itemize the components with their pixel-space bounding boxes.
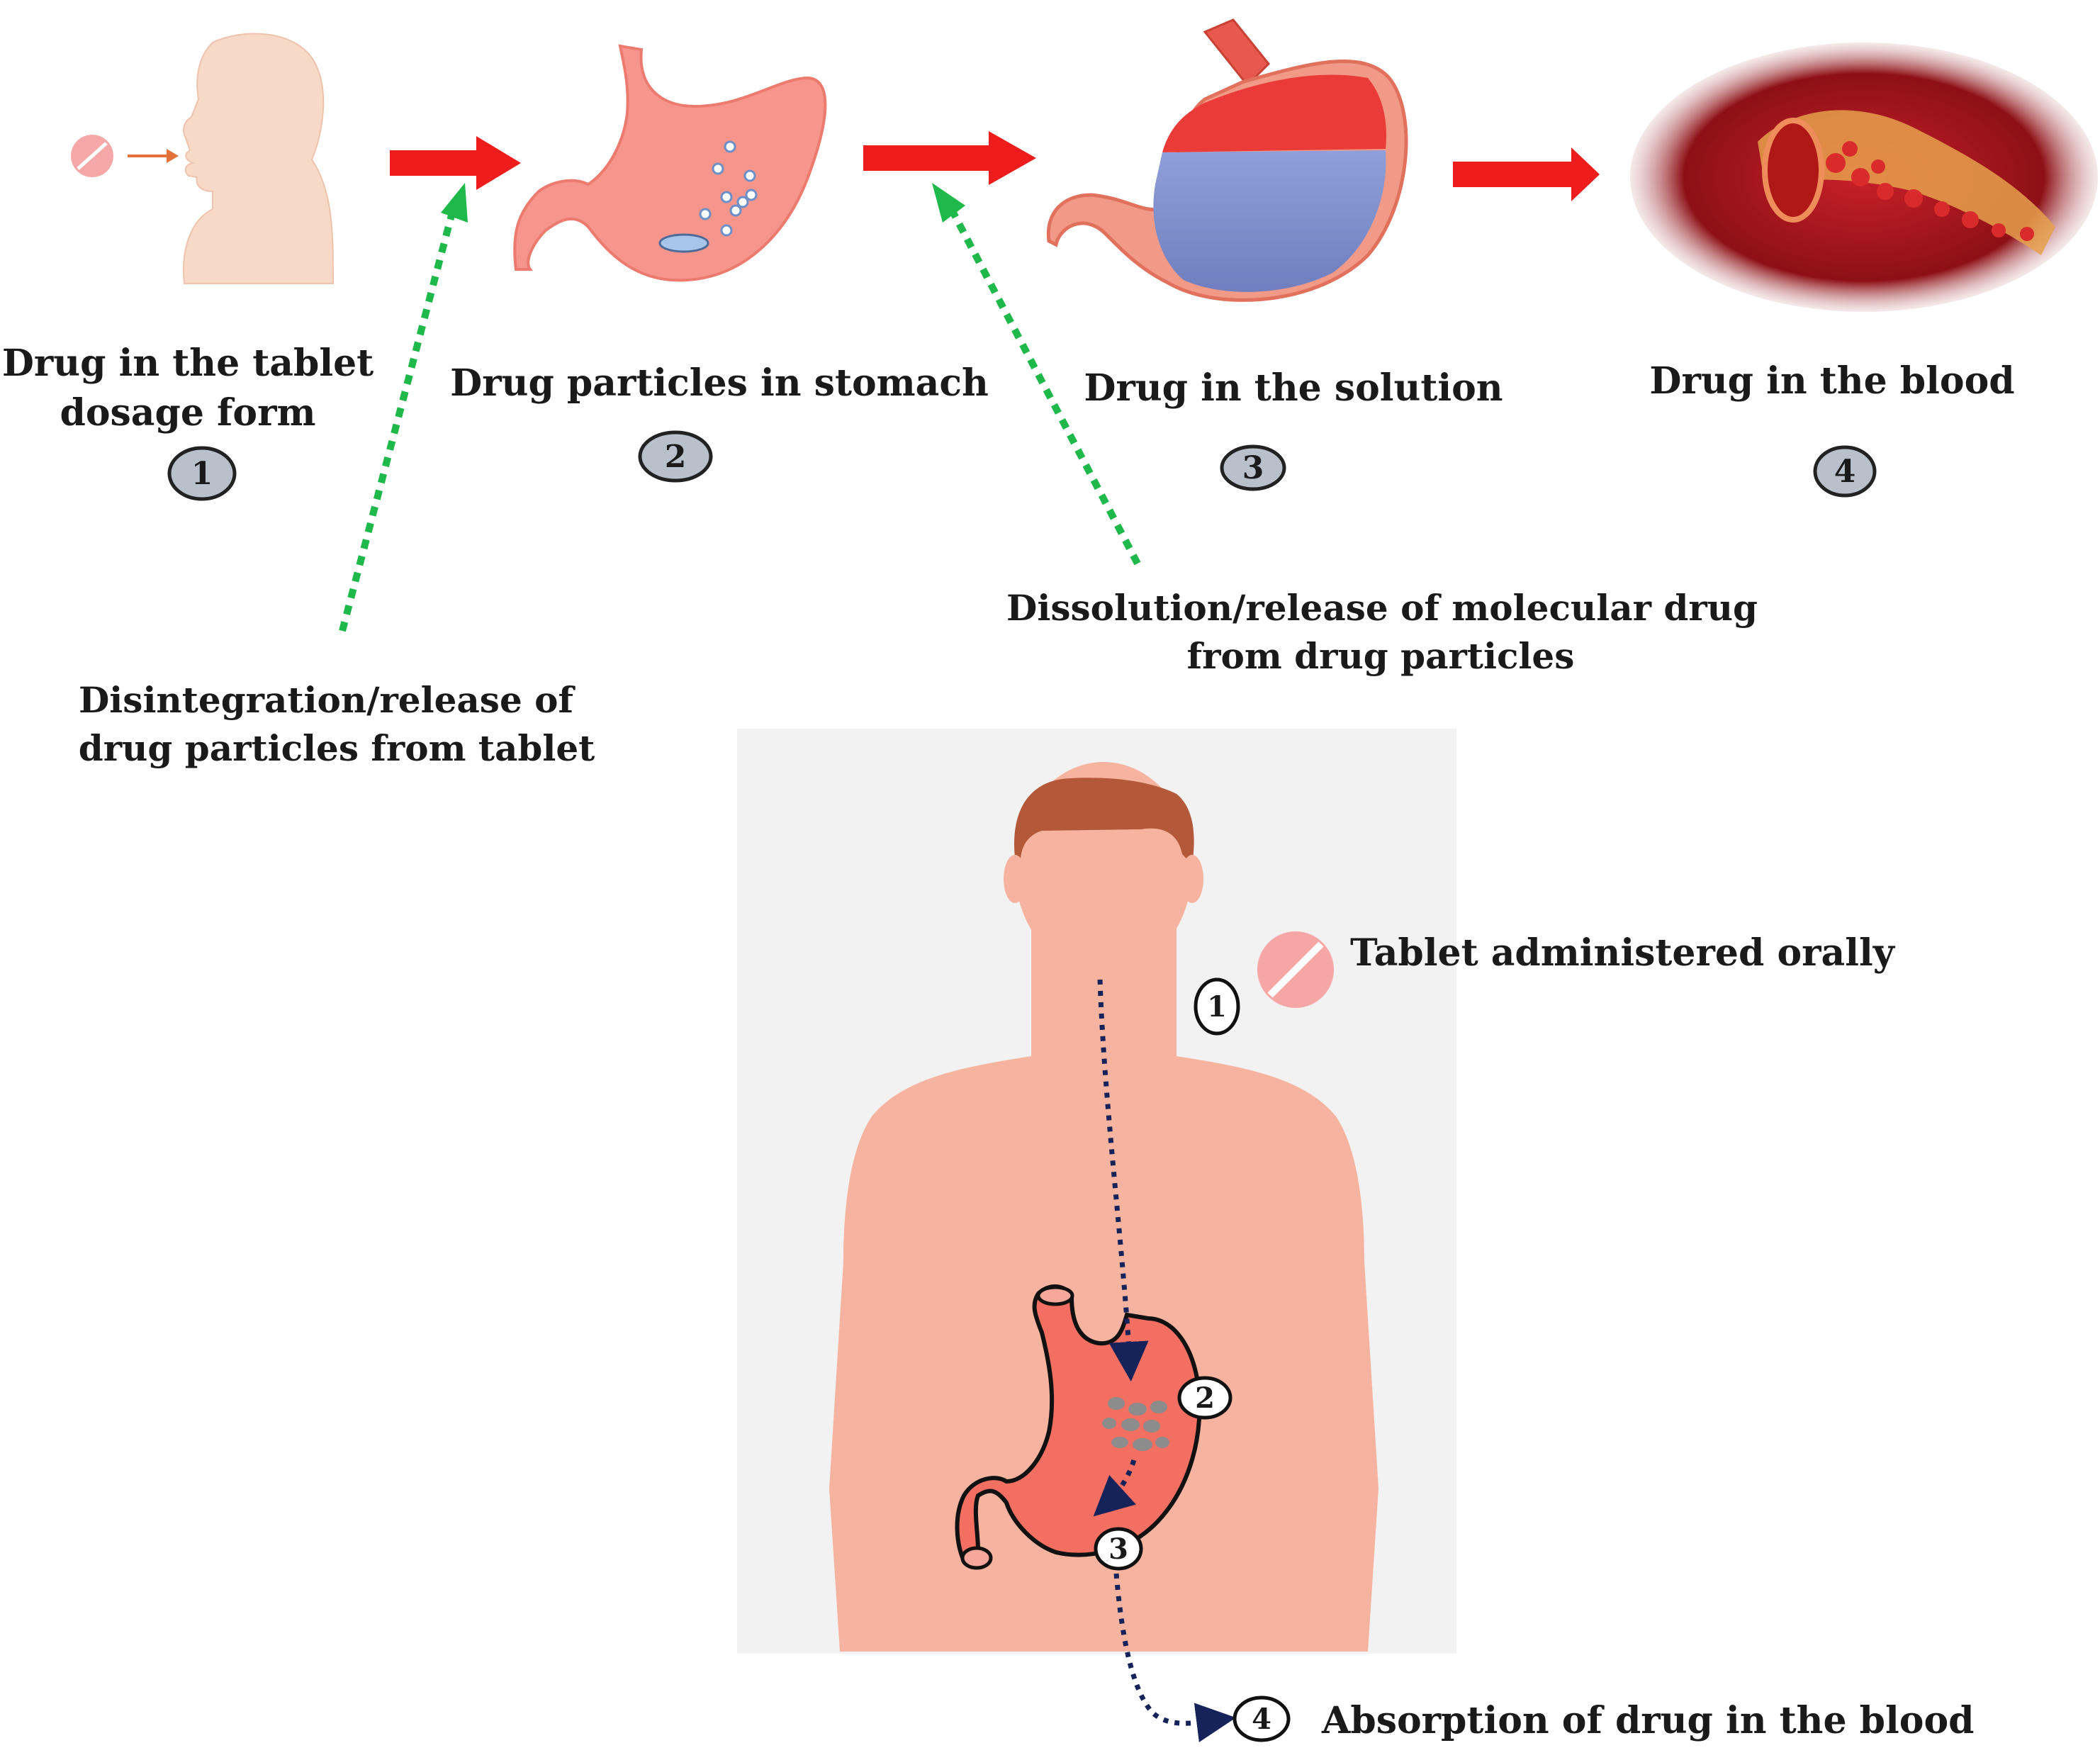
step-2-label: Drug particles in stomach — [450, 361, 989, 405]
stomach-with-solution-illustration — [1046, 18, 1408, 302]
step-1-number: 1 — [191, 456, 213, 492]
esophagus-opening — [1036, 1285, 1074, 1306]
body-marker-2-number: 2 — [1195, 1381, 1215, 1415]
gastric-solution-shape — [1153, 150, 1386, 292]
body-diagram: 1 2 3 4 Tablet administered orally Absor… — [737, 729, 1975, 1742]
person-taking-tablet-illustration — [71, 33, 335, 284]
step-1-label-line-2: dosage form — [60, 391, 315, 435]
dissolution-label-line-1: Dissolution/release of molecular drug — [1006, 587, 1758, 629]
flow-arrow-3-to-4 — [1453, 147, 1600, 201]
body-marker-1-number: 1 — [1207, 990, 1227, 1024]
tablet-score-line — [77, 142, 108, 170]
oral-tablet-icon — [1257, 931, 1334, 1008]
disintegration-arrow — [339, 183, 468, 632]
step-2-number: 2 — [665, 439, 687, 475]
blood-vessel-illustration — [1630, 43, 2098, 312]
flow-arrow-1-to-2 — [390, 136, 521, 190]
step-3-label: Drug in the solution — [1084, 366, 1503, 410]
step-4-label: Drug in the blood — [1649, 359, 2014, 403]
step-4-badge: 4 — [1813, 445, 1877, 498]
tablet-administered-label: Tablet administered orally — [1350, 931, 1896, 975]
body-marker-4: 4 — [1233, 1695, 1291, 1742]
hair — [1013, 778, 1194, 865]
vessel-tube-shape — [1758, 110, 2055, 255]
step-3-number: 3 — [1242, 450, 1264, 486]
dissolution-label: Dissolution/release of molecular drug fr… — [1006, 587, 1758, 677]
stomach-with-particles-illustration — [513, 44, 827, 282]
vessel-opening — [1762, 118, 1824, 223]
pathway-arrow-mouth-to-stomach — [1097, 979, 1149, 1381]
disintegration-label-line-1: Disintegration/release of — [79, 679, 576, 721]
stomach-upper-red — [1162, 74, 1386, 152]
dissolved-particles — [699, 140, 758, 237]
body-marker-3: 3 — [1094, 1527, 1143, 1571]
step-1-label-line-1: Drug in the tablet — [2, 342, 374, 385]
body-marker-3-number: 3 — [1108, 1532, 1128, 1566]
step-4-number: 4 — [1834, 454, 1856, 490]
red-blood-cells — [1826, 141, 2034, 241]
esophagus-shape — [1203, 18, 1271, 87]
small-orange-arrow-icon — [128, 149, 179, 163]
step-1-label: Drug in the tablet dosage form — [2, 342, 374, 435]
flow-arrow-2-to-3 — [863, 131, 1036, 185]
step-2-badge: 2 — [638, 430, 713, 483]
pathway-arrow-to-blood — [1113, 1573, 1236, 1742]
ear-left — [1004, 855, 1026, 903]
step-1-badge: 1 — [167, 446, 237, 501]
body-marker-2: 2 — [1177, 1376, 1233, 1420]
ear-right — [1181, 855, 1203, 903]
disintegration-label: Disintegration/release of drug particles… — [79, 679, 595, 769]
stomach-shape — [513, 44, 827, 282]
duodenum-opening — [960, 1546, 993, 1570]
step-3-badge: 3 — [1220, 444, 1286, 491]
dissolution-label-line-2: from drug particles — [1187, 635, 1575, 677]
body-marker-4-number: 4 — [1252, 1703, 1271, 1736]
absorption-label: Absorption of drug in the blood — [1321, 1699, 1975, 1742]
tablet-in-stomach-icon — [658, 233, 709, 253]
drug-particles-in-body-stomach — [1102, 1397, 1169, 1451]
dissolution-arrow — [932, 183, 1141, 566]
disintegration-label-line-2: drug particles from tablet — [79, 727, 595, 769]
body-marker-1: 1 — [1194, 977, 1240, 1036]
head-profile-icon — [183, 33, 335, 284]
